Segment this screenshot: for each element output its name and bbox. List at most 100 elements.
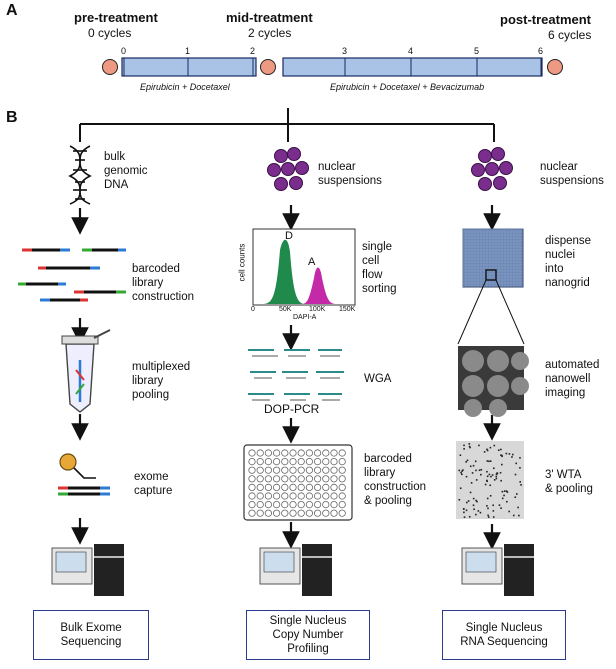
wta-dot bbox=[487, 514, 489, 517]
well bbox=[330, 500, 338, 509]
col1-source-label: bulk genomic DNA bbox=[104, 151, 148, 191]
wta-dot bbox=[478, 444, 480, 447]
result-rna-seq-box: Single Nucleus RNA Sequencing bbox=[442, 610, 566, 660]
wta-dot bbox=[512, 514, 515, 517]
timepoint-post-title: post-treatment bbox=[500, 12, 592, 27]
timeline-ticks bbox=[123, 58, 542, 76]
wta-dot bbox=[462, 508, 465, 510]
flow-y-label: cell counts bbox=[237, 243, 247, 282]
well bbox=[322, 466, 330, 474]
timepoint-mid-title: mid-treatment bbox=[226, 10, 313, 25]
wta-dot bbox=[483, 451, 486, 453]
timepoint-pre-title: pre-treatment bbox=[74, 10, 158, 25]
wta-dot bbox=[500, 448, 502, 451]
col2-step1-label: single cell flow sorting bbox=[362, 241, 397, 295]
wta-dot bbox=[493, 444, 496, 447]
col1-step3-label: exome capture bbox=[134, 471, 173, 497]
tree-connector bbox=[79, 108, 495, 142]
well bbox=[338, 466, 346, 474]
dna-helix-icon bbox=[68, 145, 92, 205]
timepoint-pre-subtitle: 0 cycles bbox=[88, 26, 132, 40]
flow-x-tick: 50K bbox=[279, 306, 292, 313]
panel-b-letter: B bbox=[6, 109, 18, 126]
wta-dot bbox=[461, 470, 463, 472]
wta-dot bbox=[492, 510, 495, 512]
well bbox=[272, 492, 281, 500]
wta-dot bbox=[500, 507, 502, 509]
col3-step2-label: automated nanowell imaging bbox=[545, 359, 600, 399]
timepoint-post-subtitle: 6 cycles bbox=[548, 28, 592, 42]
wta-dot bbox=[489, 446, 492, 449]
wta-dot bbox=[497, 449, 500, 451]
well bbox=[322, 509, 330, 517]
wta-dot bbox=[484, 483, 487, 486]
flow-x-tick: 100K bbox=[309, 306, 326, 313]
well bbox=[289, 492, 297, 500]
well bbox=[338, 509, 346, 517]
wta-dot bbox=[473, 508, 475, 511]
flow-x-label: DAPI-A bbox=[293, 314, 317, 321]
well bbox=[289, 500, 297, 509]
well bbox=[289, 475, 297, 483]
wta-dot bbox=[463, 448, 465, 450]
wta-dot bbox=[500, 479, 502, 482]
wta-dot bbox=[478, 469, 481, 472]
well bbox=[330, 509, 338, 517]
wta-dot bbox=[475, 479, 478, 481]
wta-dot bbox=[488, 460, 490, 463]
well bbox=[305, 475, 313, 483]
col1-step1-label: barcoded library construction bbox=[132, 263, 195, 303]
well bbox=[264, 483, 272, 491]
tick-label: 6 bbox=[538, 46, 544, 56]
wta-dot bbox=[519, 467, 521, 469]
well bbox=[322, 475, 330, 483]
well bbox=[256, 475, 264, 483]
wta-dot bbox=[472, 464, 475, 467]
well bbox=[289, 449, 297, 457]
wta-dot bbox=[458, 498, 461, 501]
timeline-bar-1 bbox=[121, 57, 257, 77]
wta-dot bbox=[475, 513, 477, 516]
well bbox=[338, 500, 346, 509]
well bbox=[256, 509, 264, 517]
wta-dot bbox=[511, 456, 513, 458]
well bbox=[248, 492, 256, 500]
tick-label: 1 bbox=[185, 46, 191, 56]
well bbox=[256, 457, 264, 466]
well bbox=[305, 500, 313, 509]
well bbox=[256, 466, 264, 474]
wta-dot bbox=[465, 475, 468, 478]
wta-dot bbox=[476, 500, 478, 503]
well bbox=[330, 483, 338, 491]
col1-step2-label: multiplexed library pooling bbox=[132, 361, 191, 401]
wta-dot bbox=[472, 497, 475, 500]
col3-step3-label: 3' WTA & pooling bbox=[545, 469, 593, 495]
panel-a-letter: A bbox=[6, 2, 18, 19]
well bbox=[289, 457, 297, 466]
wta-dot bbox=[465, 509, 468, 512]
wta-dot bbox=[500, 454, 502, 457]
well bbox=[281, 449, 289, 457]
wga-fragments-icon bbox=[248, 349, 344, 401]
wta-dot bbox=[505, 452, 508, 455]
wta-dot bbox=[489, 495, 492, 497]
well bbox=[322, 449, 330, 457]
wta-dot bbox=[499, 471, 502, 474]
well bbox=[297, 466, 305, 474]
wta-dot bbox=[477, 510, 480, 512]
tube-icon bbox=[61, 329, 111, 413]
wta-dot bbox=[498, 504, 501, 506]
tick-label: 3 bbox=[342, 46, 348, 56]
well bbox=[248, 466, 256, 474]
well bbox=[330, 449, 338, 457]
well bbox=[272, 449, 281, 457]
wta-dot bbox=[486, 448, 488, 451]
wta-dot bbox=[462, 469, 464, 471]
timeline-bar-2 bbox=[282, 57, 543, 77]
well bbox=[248, 475, 256, 483]
well bbox=[338, 492, 346, 500]
wta-dot bbox=[486, 505, 488, 507]
well bbox=[281, 500, 289, 509]
wta-dot bbox=[505, 490, 508, 492]
wta-dot bbox=[463, 444, 465, 447]
